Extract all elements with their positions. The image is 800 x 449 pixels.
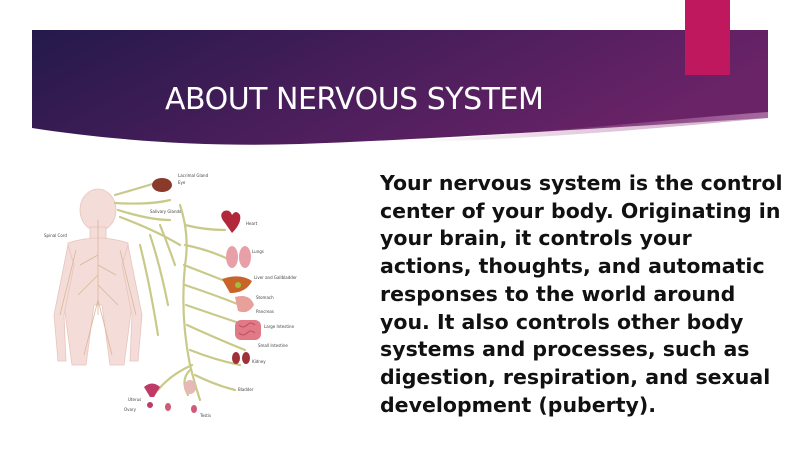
uterus-icon (144, 383, 160, 397)
svg-text:Kidney: Kidney (252, 359, 266, 364)
body-line: development (puberty). (380, 392, 657, 417)
svg-text:Heart: Heart (246, 221, 258, 226)
ovary-icon (147, 402, 153, 408)
body-line: your brain, it controls your (380, 226, 692, 251)
svg-text:Liver and Gallbladder: Liver and Gallbladder (254, 275, 297, 280)
stomach-icon (235, 296, 254, 313)
bladder-icon (184, 380, 196, 394)
diagram-labels: Lacrimal Gland Eye Salivary Glands Heart… (44, 173, 297, 418)
title-banner (32, 30, 768, 145)
svg-text:Uterus: Uterus (128, 397, 141, 402)
svg-text:Eye: Eye (178, 180, 186, 185)
svg-text:Large Intestine: Large Intestine (264, 324, 295, 329)
svg-text:Lungs: Lungs (252, 249, 264, 254)
svg-text:Bladder: Bladder (238, 387, 254, 392)
svg-text:Stomach: Stomach (256, 295, 274, 300)
nervous-system-diagram: Lacrimal Gland Eye Salivary Glands Heart… (44, 173, 297, 418)
slide-body-text: Your nervous system is the control cente… (380, 170, 790, 419)
lungs-icon (226, 246, 251, 268)
body-line: Your nervous system is the control (380, 171, 783, 195)
heart-icon (221, 210, 241, 233)
slide-title: ABOUT NERVOUS SYSTEM (165, 82, 544, 117)
svg-text:Small Intestine: Small Intestine (258, 343, 288, 348)
liver-icon (222, 276, 252, 293)
body-line: center of your body. Originating in (380, 198, 781, 223)
body-line: responses to the world around (380, 281, 736, 306)
svg-text:Lacrimal Gland: Lacrimal Gland (178, 173, 209, 178)
svg-text:Salivary Glands: Salivary Glands (150, 209, 181, 214)
body-line: systems and processes, such as (380, 337, 750, 362)
accent-bar (685, 0, 730, 75)
svg-text:Pancreas: Pancreas (256, 309, 274, 314)
body-line: you. It also controls other body (380, 309, 744, 334)
intestine-icon (235, 320, 261, 340)
svg-text:Ovary: Ovary (124, 407, 137, 412)
silhouette-nerves (59, 220, 137, 356)
body-line: actions, thoughts, and automatic (380, 254, 765, 279)
svg-text:Testis: Testis (199, 413, 211, 418)
kidney-icon (232, 352, 250, 364)
brain-icon (152, 178, 172, 192)
svg-text:Spinal Cord: Spinal Cord (44, 233, 67, 238)
testis-icon (165, 403, 197, 413)
body-line: digestion, respiration, and sexual (380, 364, 771, 389)
